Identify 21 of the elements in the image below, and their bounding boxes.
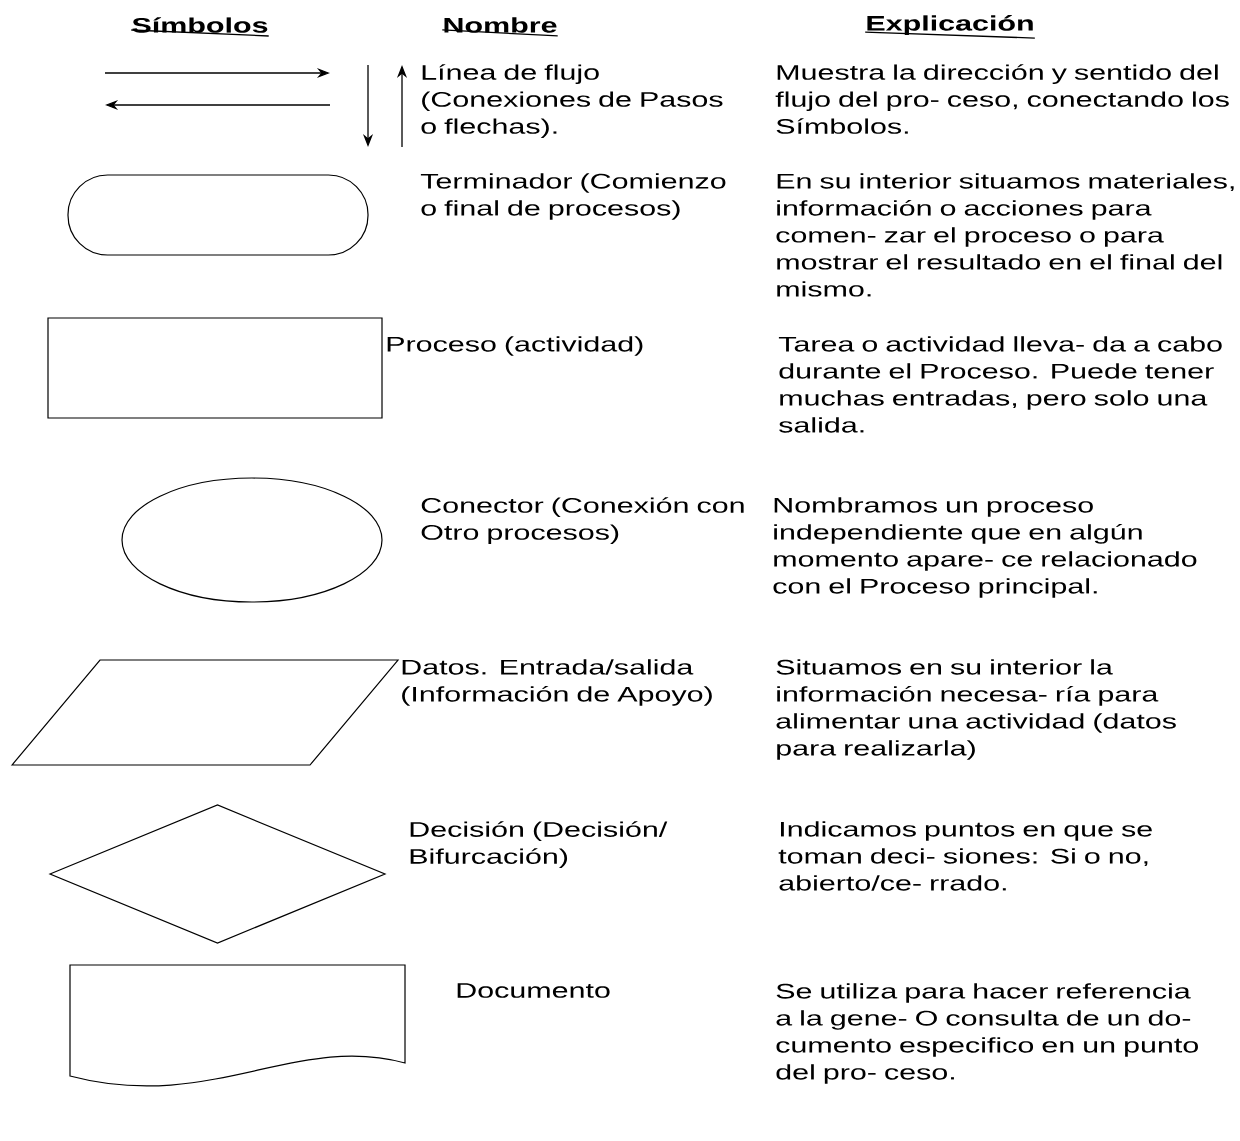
symbol-name: Línea de flujo (Conexiones de Pasos o flechas). bbox=[421, 64, 723, 138]
explanation-text: Situamos en su interior la información necesa- ría para alimentar una actividad (datos para realizarla) bbox=[776, 659, 1176, 760]
process-symbol bbox=[47, 317, 383, 419]
symbol-name: Documento bbox=[457, 983, 610, 998]
explanation-text: Se utiliza para hacer referencia a la gene- O consulta de un do- cumento especifico en un punto del pro- ceso. bbox=[776, 983, 1198, 1084]
document-symbol bbox=[69, 964, 406, 1087]
terminator-symbol bbox=[67, 174, 369, 256]
symbol-name: Decisión (Decisión/ Bifurcación) bbox=[410, 821, 668, 868]
symbol-name: Datos. Entrada/salida (Información de Apoyo) bbox=[402, 659, 712, 706]
column-header: Explicación bbox=[864, 15, 1036, 39]
explanation-text: Muestra la dirección y sentido del flujo del pro- ceso, conectando los Símbolos. bbox=[775, 64, 1229, 134]
explanation-text: En su interior situamos materiales, información o acciones para comen- zar el proceso o para mostrar el resultado en el final del mismo. bbox=[776, 173, 1234, 297]
symbol-name: Conector (Conexión con Otro procesos) bbox=[421, 497, 744, 545]
connector-symbol bbox=[121, 477, 383, 603]
symbol-name: Proceso (actividad) bbox=[387, 336, 643, 356]
explanation-text: Indicamos puntos en que se toman deci- siones: Si o no, abierto/ce- rrado. bbox=[778, 821, 1152, 891]
column-header: Nombre bbox=[441, 17, 559, 37]
column-header: Símbolos bbox=[130, 17, 270, 37]
explanation-text: Nombramos un proceso independiente que en algún momento apare- ce relacionado con el Proceso principal. bbox=[773, 497, 1197, 598]
symbol-name: Terminador (Comienzo o final de procesos) bbox=[420, 173, 726, 220]
explanation-text: Tarea o actividad lleva- da a cabo durante el Proceso. Puede tener muchas entradas, pero solo una salida. bbox=[778, 336, 1222, 433]
